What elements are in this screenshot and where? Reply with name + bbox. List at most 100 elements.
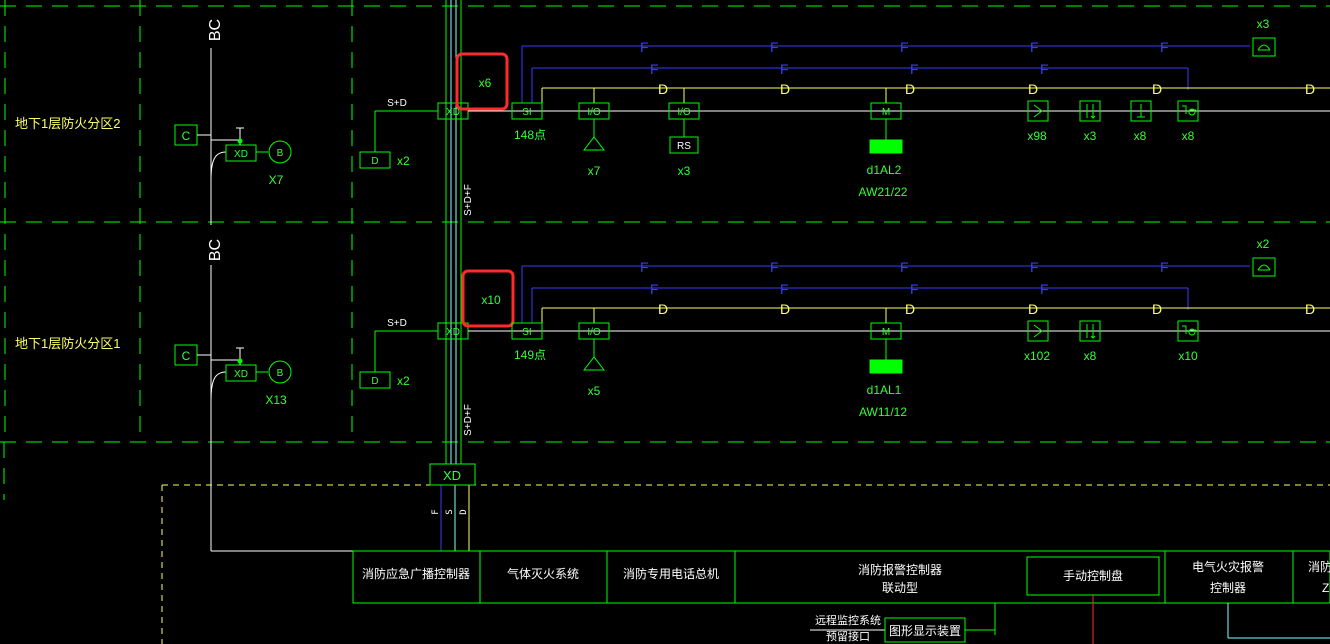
wire-f-marker-1: F <box>770 259 779 275</box>
speaker-xd-box <box>225 364 257 382</box>
panel-name: d1AL1 <box>867 383 902 397</box>
heat-glyph <box>1086 104 1096 119</box>
rs-box <box>669 136 699 154</box>
wire-d-marker-3: D <box>1028 301 1038 317</box>
si-box <box>511 322 543 340</box>
hydrant-glyph <box>1182 105 1196 114</box>
wire-f-marker-2: F <box>900 259 909 275</box>
manual-alarm-count: x7 <box>588 164 601 178</box>
wire-d-marker-2: D <box>905 81 915 97</box>
phone-icon <box>1252 257 1276 277</box>
bus-label: S+D <box>387 318 407 329</box>
smoke-count: x102 <box>1024 349 1050 363</box>
si-points: 149点 <box>514 348 546 362</box>
heat-count: x8 <box>1084 349 1097 363</box>
io-label: I/O <box>587 107 601 118</box>
alarm-controller-label: 消防报警控制器 <box>858 562 942 577</box>
module-count: x10 <box>481 293 501 307</box>
wire-d-marker-0: D <box>658 301 668 317</box>
flow-glyph <box>1137 104 1145 118</box>
hydrant-button-icon <box>1177 320 1199 342</box>
d-label: D <box>371 156 378 167</box>
wire-d-marker-0: D <box>658 81 668 97</box>
panel-circuit: AW21/22 <box>859 185 908 199</box>
d-box <box>359 371 391 389</box>
manual-alarm-icon <box>582 356 606 371</box>
wire-f-label: F <box>431 509 441 514</box>
phone-count: x3 <box>1257 17 1270 31</box>
power-monitor-label: 消防电 <box>1308 559 1330 574</box>
speaker-xd-label: XD <box>234 369 248 380</box>
flow-count: x8 <box>1134 129 1147 143</box>
si-box <box>511 102 543 120</box>
bc-label: BC <box>207 19 224 41</box>
hydrant-dot <box>1188 108 1196 116</box>
power-monitor-label-2: Z <box>1322 581 1329 595</box>
heat-detector-icon <box>1079 100 1101 122</box>
junction-dot <box>237 138 243 144</box>
wire-f-marker-low-2: F <box>910 61 919 77</box>
hydrant-button-icon <box>1177 100 1199 122</box>
zone-grid <box>0 0 1330 500</box>
d-count: x2 <box>397 154 410 168</box>
wire-f-marker-4: F <box>1160 259 1169 275</box>
gas-extinguish-label: 气体灭火系统 <box>507 566 579 581</box>
speaker-feed <box>210 151 227 181</box>
wire-f-marker-3: F <box>1030 39 1039 55</box>
wire-f-marker-low-1: F <box>780 281 789 297</box>
speaker-xd-box <box>225 144 257 162</box>
heat-count: x3 <box>1084 129 1097 143</box>
m-label: M <box>882 327 890 338</box>
speaker-count: X13 <box>265 393 287 407</box>
graphic-display-box <box>884 617 966 643</box>
bus-label: S+D <box>387 98 407 109</box>
si-label: SI <box>522 107 531 118</box>
m-label: M <box>882 107 890 118</box>
hydrant-count: x8 <box>1182 129 1195 143</box>
io2-label: I/O <box>677 107 691 118</box>
phone-count: x2 <box>1257 237 1270 251</box>
speaker-count: X7 <box>269 173 284 187</box>
wire-f-marker-0: F <box>640 39 649 55</box>
speaker-xd-label: XD <box>234 149 248 160</box>
remote-monitor-label-2: 预留接口 <box>826 630 870 643</box>
smoke-detector-icon <box>1027 320 1049 342</box>
hydrant-glyph <box>1182 325 1196 334</box>
distribution-panel <box>869 139 903 154</box>
phone-icon <box>1252 37 1276 57</box>
module-count: x6 <box>479 76 492 90</box>
highlight-box <box>455 52 509 111</box>
wire-f-marker-low-3: F <box>1040 61 1049 77</box>
main-xd: XD F S D <box>429 463 476 515</box>
speaker-icon <box>268 360 292 384</box>
c-label: C <box>182 349 191 363</box>
speaker-symbol-label: B <box>277 368 284 379</box>
smoke-glyph <box>1033 324 1043 338</box>
junction-dot <box>237 358 243 364</box>
wire-d-marker-4: D <box>1152 301 1162 317</box>
broadcast-controller-label: 消防应急广播控制器 <box>362 566 470 581</box>
wire-f-marker-0: F <box>640 259 649 275</box>
control-room-outline <box>161 484 1330 644</box>
main-xd-label: XD <box>443 468 461 483</box>
zone-name: 地下1层防火分区1 <box>15 336 120 351</box>
control-panel-row: 消防应急广播控制器 气体灭火系统 消防专用电话总机 消防报警控制器 联动型 手动… <box>352 550 1330 644</box>
wire-d-marker-2: D <box>905 301 915 317</box>
manual-alarm-icon <box>582 136 606 151</box>
wire-f-marker-3: F <box>1030 259 1039 275</box>
speaker-symbol-label: B <box>277 148 284 159</box>
water-flow-icon <box>1130 100 1152 122</box>
wire-d-marker-1: D <box>780 301 790 317</box>
wire-f-marker-2: F <box>900 39 909 55</box>
wire-d-marker-3: D <box>1028 81 1038 97</box>
riser-label: S+D+F <box>463 184 474 216</box>
graphic-display-label: 图形显示装置 <box>889 624 961 638</box>
electric-fire-label-2: 控制器 <box>1210 581 1246 595</box>
d-label: D <box>371 376 378 387</box>
wire-f-marker-low-3: F <box>1040 281 1049 297</box>
heat-glyph <box>1086 324 1096 339</box>
zone-xd-label: XD <box>446 327 460 338</box>
